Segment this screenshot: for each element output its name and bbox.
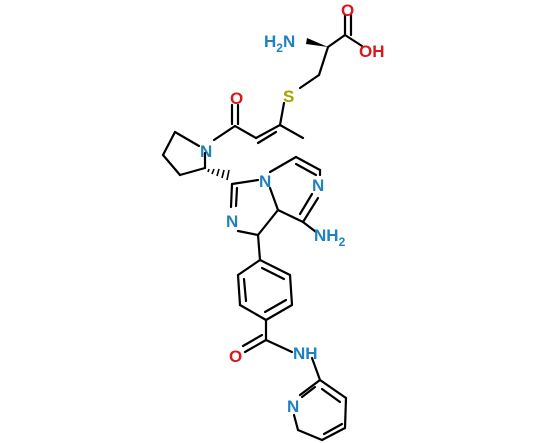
linker-bonds [212,103,305,145]
pyridine-bonds [292,378,348,442]
pyrazine-n-label: N [312,176,324,195]
sulfur-label: S [283,87,294,106]
pyridine-n-label: N [287,397,299,416]
bridgehead-n-label: N [259,172,271,191]
pyrrolidine-bonds [161,130,230,181]
amine-nh2-label: H2N [264,32,295,55]
phenylene-bonds [236,233,294,322]
acid-hydroxyl-label: OH [359,42,385,61]
enone-oxygen-label: O [230,89,243,108]
imidazole-n-label: N [226,212,238,231]
acid-carbonyl-o-label: O [341,1,354,20]
core-bonds [229,155,322,237]
ring-amine-label: NH2 [314,226,346,249]
atom-labels: H2N O OH S O N N N N NH2 O NH N [200,1,385,416]
cysteine-bonds [278,13,364,127]
amide-nh-label: NH [293,344,318,363]
stereo-wedge-bond [306,38,328,47]
pyrrolidine-n-label: N [200,142,212,161]
stereo-hash-bond [207,168,230,181]
amide-bonds [241,318,322,382]
amide-oxygen-label: O [229,347,242,366]
